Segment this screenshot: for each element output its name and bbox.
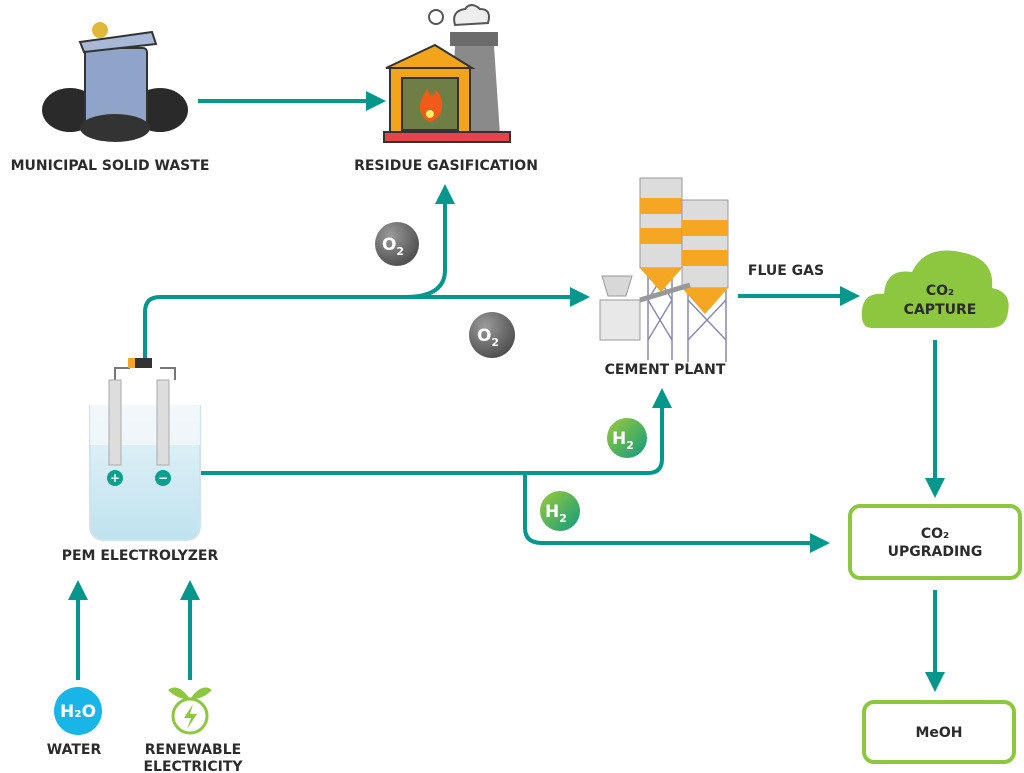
msw-label: MUNICIPAL SOLID WASTE bbox=[11, 158, 210, 174]
arrow-h2-to-cement bbox=[200, 388, 672, 475]
h2-badge-upgrading: H2 bbox=[540, 491, 580, 531]
cement-label: CEMENT PLANT bbox=[605, 362, 726, 378]
o2-badge-cement: O2 bbox=[469, 312, 515, 358]
svg-text:+: + bbox=[110, 471, 120, 485]
trash-can-icon bbox=[42, 22, 188, 142]
renewable-label-2: ELECTRICITY bbox=[143, 759, 243, 773]
capture-label-2: CAPTURE bbox=[904, 302, 977, 318]
meoh-label: MeOH bbox=[915, 725, 962, 741]
gasification-label: RESIDUE GASIFICATION bbox=[354, 158, 538, 174]
upgrading-label-2: UPGRADING bbox=[888, 544, 983, 560]
svg-text:H2: H2 bbox=[612, 429, 634, 452]
renewable-label-1: RENEWABLE bbox=[145, 742, 241, 758]
water-label: WATER bbox=[47, 742, 102, 758]
h2o-badge-text: H₂O bbox=[60, 702, 96, 722]
electrolyzer-beaker-icon: + − bbox=[89, 358, 201, 541]
svg-text:H2: H2 bbox=[545, 502, 567, 525]
svg-text:O2: O2 bbox=[477, 326, 499, 349]
gasifier-furnace-icon bbox=[383, 4, 511, 143]
cloud-icon bbox=[861, 250, 1009, 328]
arrow-h2-to-upgrading bbox=[523, 473, 830, 553]
electrolyzer-label: PEM ELECTROLYZER bbox=[62, 548, 219, 564]
meoh-box bbox=[862, 700, 1016, 764]
svg-text:−: − bbox=[158, 471, 168, 485]
o2-badge-gasification: O2 bbox=[375, 222, 419, 266]
capture-label-1: CO₂ bbox=[926, 283, 954, 299]
arrow-o2-to-gasification bbox=[404, 184, 455, 299]
upgrading-box bbox=[848, 504, 1022, 580]
water-drop-icon bbox=[54, 687, 102, 735]
h2-badge-cement: H2 bbox=[607, 418, 647, 458]
cement-silo-icon bbox=[599, 177, 729, 362]
svg-text:O2: O2 bbox=[382, 235, 404, 258]
arrow-o2-to-cement bbox=[143, 287, 590, 360]
renewable-leaf-bolt-icon bbox=[168, 687, 212, 735]
upgrading-label-1: CO₂ bbox=[921, 526, 949, 542]
flue-gas-label: FLUE GAS bbox=[748, 263, 824, 279]
